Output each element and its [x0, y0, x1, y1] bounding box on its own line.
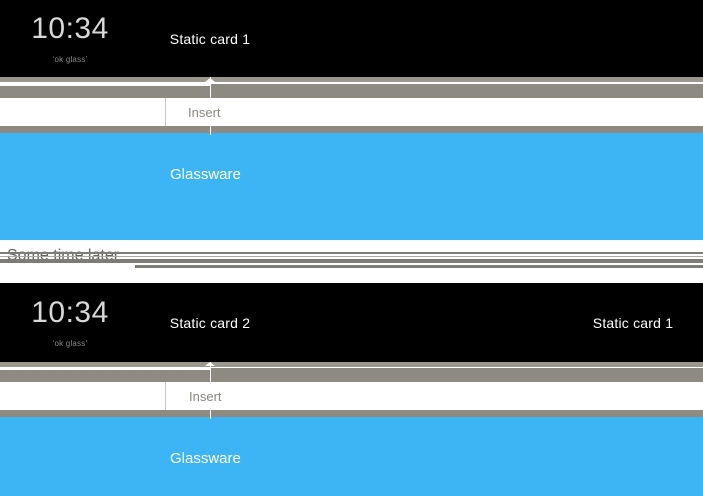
- card-label: Static card 1: [592, 314, 674, 331]
- time-divider-rule-tail: [135, 265, 703, 268]
- clock-time: 10:34: [31, 11, 109, 45]
- insert-lane-before: [0, 98, 703, 126]
- connector-band-top-before: [0, 77, 703, 82]
- card-label: Static card 1: [169, 30, 251, 47]
- clock-hint: ‘ok glass’: [52, 54, 88, 64]
- lane-separator-before: [210, 77, 211, 98]
- time-divider-rule-hairline: [0, 256, 703, 257]
- time-divider-rule-lower: [0, 259, 703, 263]
- insert-lane-separator-after: [165, 382, 166, 410]
- connector-band-top-after: [0, 362, 703, 367]
- lane-separator-after: [210, 362, 211, 382]
- clock-card-after[interactable]: 10:34 ‘ok glass’: [0, 283, 140, 362]
- clock-hint: ‘ok glass’: [52, 338, 88, 348]
- insert-lane-after: [0, 382, 703, 410]
- glassware-label-before: Glassware: [170, 166, 241, 183]
- time-divider-rule-upper: [0, 252, 703, 254]
- glassware-band-before[interactable]: [0, 133, 703, 240]
- static-card-2-after[interactable]: Static card 2: [140, 283, 280, 362]
- connector-band-after-left: [0, 370, 210, 382]
- glassware-separator-after: [210, 410, 211, 419]
- glassware-band-edge-before-right: [140, 126, 703, 135]
- glassware-band-edge-after-right: [140, 410, 703, 419]
- static-card-1-after[interactable]: Static card 1: [563, 283, 703, 362]
- static-card-1-before[interactable]: Static card 1: [140, 0, 280, 77]
- connector-band-before-left: [0, 86, 210, 98]
- insert-lane-separator-before: [165, 98, 166, 126]
- clock-card-before[interactable]: 10:34 ‘ok glass’: [0, 0, 140, 77]
- clock-time: 10:34: [31, 295, 109, 329]
- glassware-band-edge-before-left: [0, 126, 140, 133]
- insert-label-after: Insert: [189, 389, 222, 404]
- connector-band-before-right: [210, 84, 703, 98]
- glassware-band-after[interactable]: [0, 417, 703, 496]
- timeline-row-before: 10:34 ‘ok glass’ Static card 1: [0, 0, 703, 77]
- timeline-row-after: 10:34 ‘ok glass’ Static card 2 Static ca…: [0, 283, 703, 362]
- glassware-band-edge-after-left: [0, 410, 140, 417]
- insert-label-before: Insert: [188, 105, 221, 120]
- glassware-separator-before: [210, 126, 211, 135]
- glassware-label-after: Glassware: [170, 450, 241, 467]
- connector-band-after-right: [210, 368, 703, 382]
- card-label: Static card 2: [169, 314, 251, 331]
